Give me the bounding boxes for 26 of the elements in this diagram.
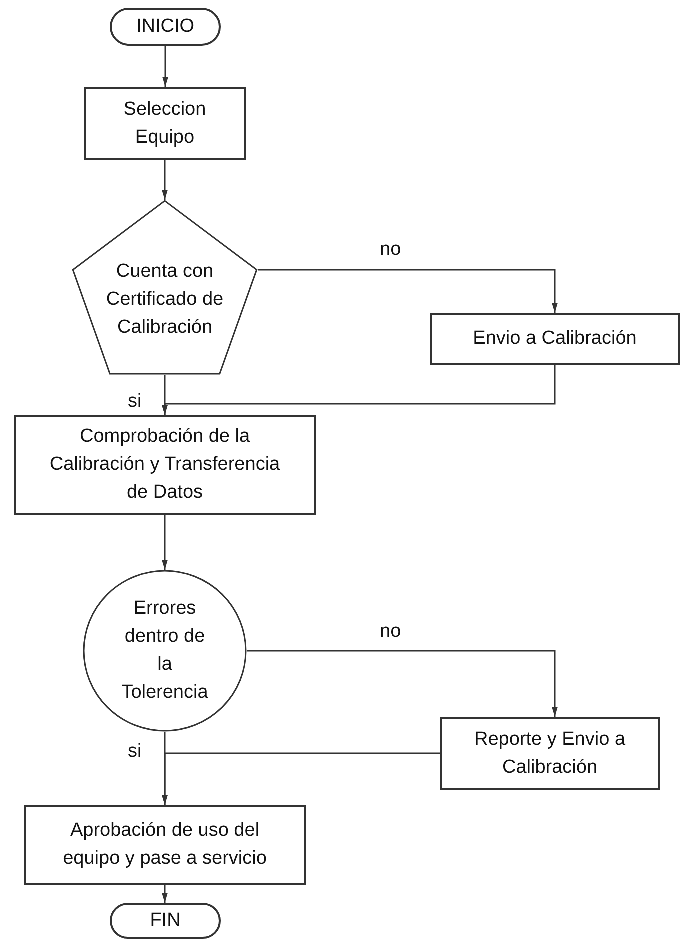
arrow [162, 160, 168, 200]
decision-pentagon [72, 200, 258, 375]
arrow [258, 269, 558, 313]
process-box [24, 805, 306, 885]
node-label: Errores dentro de la Tolerencia [120, 597, 210, 705]
node-label: Seleccion Equipo [122, 98, 208, 150]
arrow [162, 732, 168, 805]
node-label: Aprobación de uso del equipo y pase a servicio [62, 819, 268, 871]
arrow [247, 650, 558, 717]
terminal-shape [110, 8, 221, 46]
node-label: FIN [149, 909, 182, 933]
node-label: Reporte y Envio a Calibración [473, 728, 627, 780]
decision-circle [83, 570, 247, 732]
process-box [14, 415, 316, 515]
process-box [84, 87, 246, 160]
arrow [162, 515, 168, 570]
terminal-shape [110, 903, 221, 939]
arrow [162, 46, 168, 87]
arrow [162, 885, 168, 903]
node-label: Comprobación de la Calibración y Transferencia de Datos [48, 425, 282, 505]
node-label: Cuenta con Certificado de Calibración [105, 260, 225, 340]
process-box [440, 717, 660, 790]
node-label: Envio a Calibración [472, 327, 638, 351]
process-box [430, 313, 680, 365]
node-label: INICIO [135, 15, 196, 39]
arrow [162, 375, 168, 415]
